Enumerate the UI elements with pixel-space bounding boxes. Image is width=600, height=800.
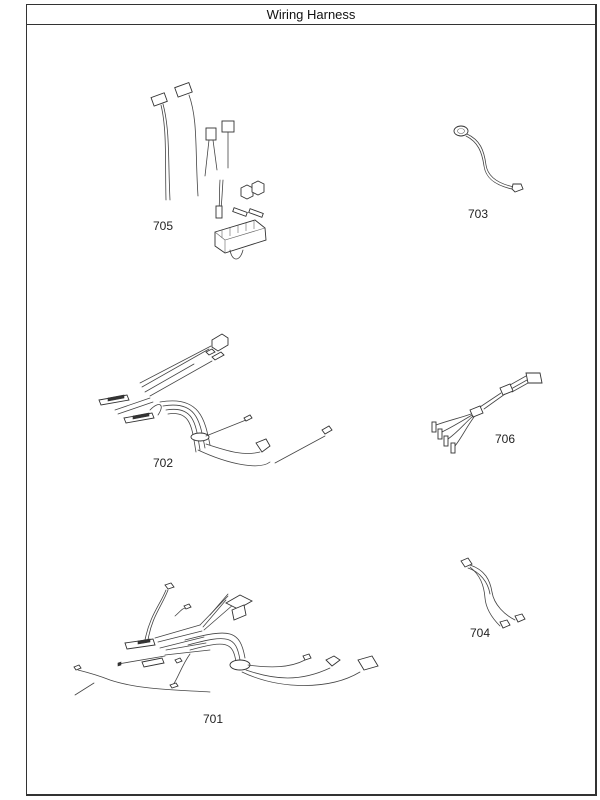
part-label-705: 705 bbox=[153, 219, 174, 233]
page-title: Wiring Harness bbox=[27, 5, 595, 25]
part-label-702: 702 bbox=[153, 456, 174, 470]
part-label-704: 704 bbox=[470, 626, 491, 640]
part-label-701: 701 bbox=[203, 712, 224, 726]
part-label-706: 706 bbox=[495, 432, 516, 446]
part-label-703: 703 bbox=[468, 207, 489, 221]
